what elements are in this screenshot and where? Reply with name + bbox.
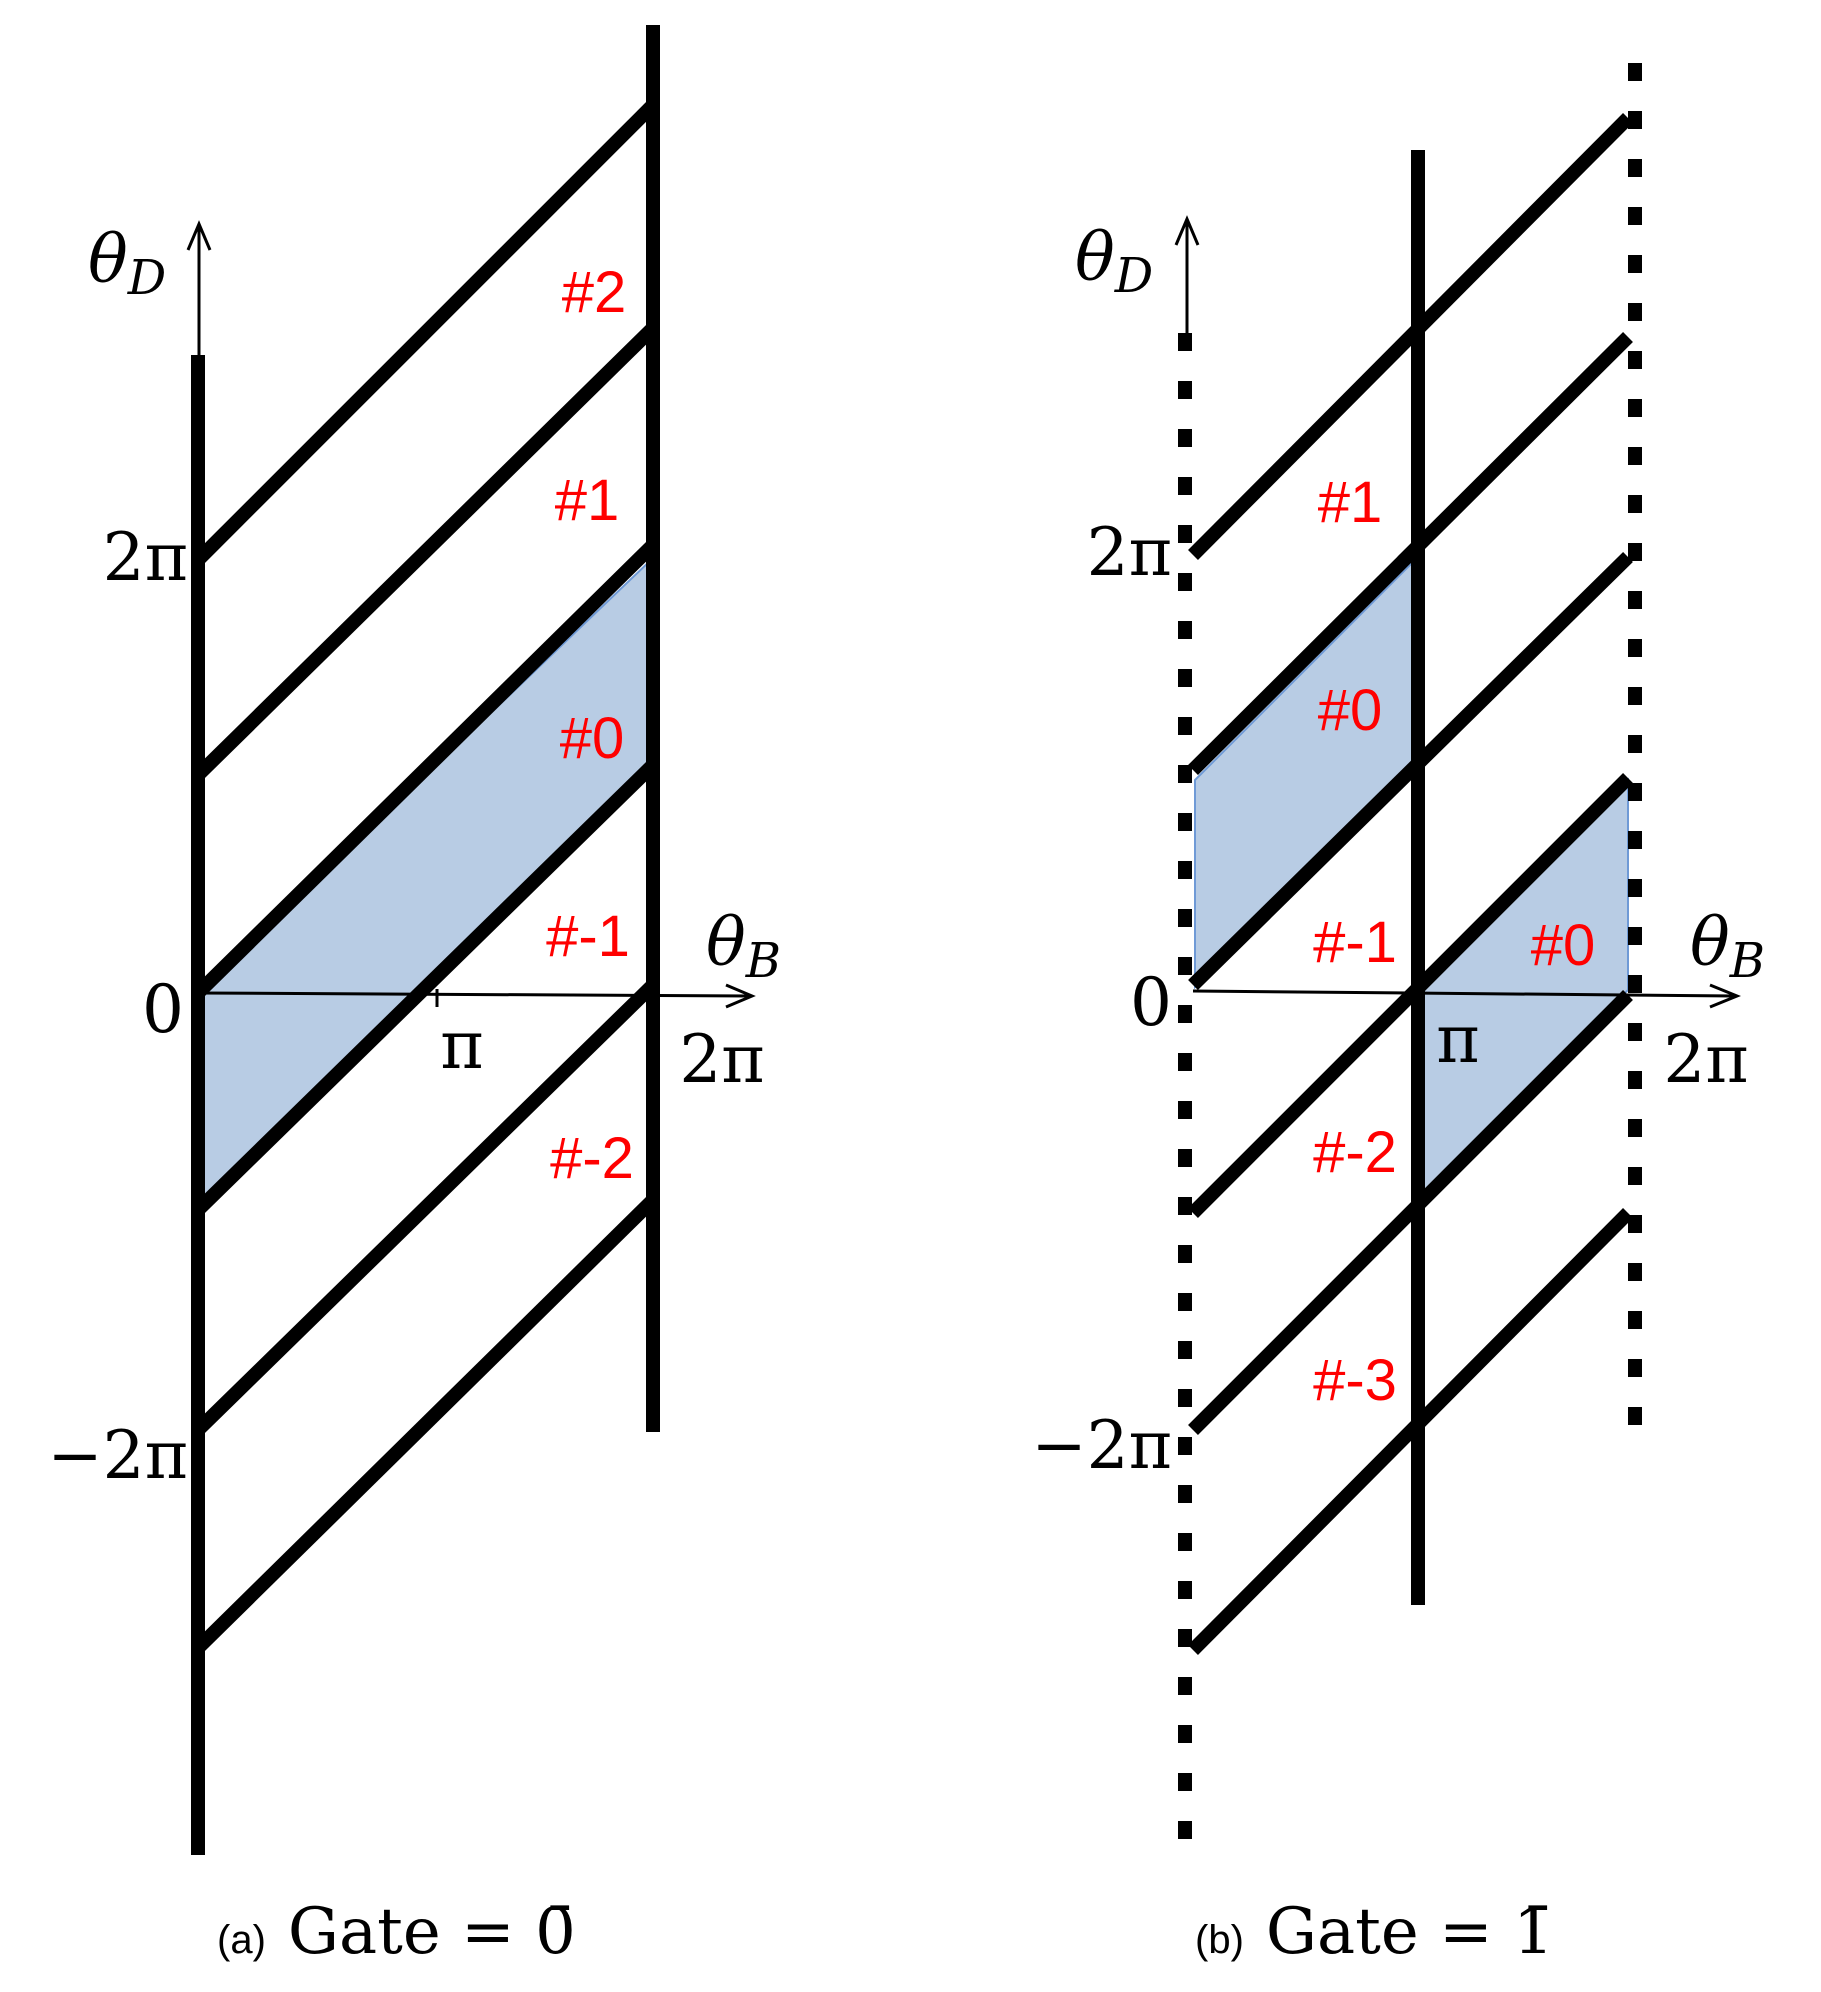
diagonal-line (1188, 990, 1633, 1435)
region-label-neg-1-b: #-1 (1313, 910, 1397, 975)
theta-d-arrowhead-b (1174, 215, 1200, 246)
theta-b-axis-label-b: θB (1690, 904, 1765, 989)
panel-b-caption-tag: (b) (1195, 1918, 1244, 1962)
region-label-1-b: #1 (1318, 470, 1383, 535)
shaded-region-0 (197, 555, 654, 1211)
theta-b-subscript-b: B (1729, 933, 1765, 989)
theta-d-subscript-b: D (1114, 248, 1153, 304)
shaded-region-0-right (1417, 777, 1629, 1203)
diagonal-line (193, 100, 658, 565)
theta-d-axis-label: θD (88, 221, 166, 306)
y-tick-2pi-b: 2π (1087, 514, 1172, 591)
theta-d-arrowhead (186, 220, 212, 251)
y-tick-neg-2pi: −2π (47, 1417, 188, 1494)
region-label-0-b-right: #0 (1531, 913, 1596, 978)
theta-d-axis-label-b: θD (1075, 219, 1153, 304)
region-label-1: #1 (555, 468, 620, 533)
panel-a: θD θB 2π 0 −2π π 2π #2 #1 #0 #-1 #-2 (a)… (47, 25, 781, 1969)
theta-b-axis-label: θB (706, 904, 781, 989)
diagonal-lines (193, 100, 658, 1653)
diagonal-line (1188, 113, 1633, 560)
x-tick-pi: π (440, 1007, 483, 1084)
panel-a-caption-tag: (a) (217, 1918, 266, 1962)
panel-a-caption: (a) Gate = 0̄ (217, 1895, 576, 1969)
panel-b-caption-math: Gate = 1̄ (1266, 1895, 1554, 1969)
diagonal-line (193, 979, 658, 1436)
region-label-neg-2-b: #-2 (1313, 1120, 1397, 1185)
y-tick-0: 0 (142, 971, 184, 1048)
diagonal-line (193, 759, 658, 1216)
panel-a-caption-math: Gate = 0̄ (288, 1895, 576, 1969)
theta-d-subscript: D (127, 250, 166, 306)
diagonal-line (1188, 1208, 1633, 1655)
x-tick-pi-b: π (1436, 1001, 1479, 1078)
panel-b: θD θB 2π 0 −2π π 2π #1 #0 #-1 #0 #-2 #-3… (1031, 63, 1765, 1969)
region-label-neg-3-b: #-3 (1313, 1348, 1397, 1413)
x-tick-2pi: 2π (679, 1021, 764, 1098)
theta-b-arrowhead-b (1709, 983, 1741, 1009)
theta-b-subscript: B (745, 933, 781, 989)
theta-b-arrowhead (725, 983, 756, 1009)
diagonal-line (1188, 552, 1633, 990)
diagonal-line (193, 323, 658, 780)
panel-b-caption: (b) Gate = 1̄ (1195, 1895, 1554, 1969)
region-label-0-b-left: #0 (1318, 678, 1383, 743)
diagonal-line (1188, 332, 1633, 775)
diagonal-lines-b (1188, 113, 1633, 1655)
region-label-neg-2: #-2 (550, 1126, 634, 1191)
region-label-2: #2 (562, 260, 627, 325)
y-tick-neg-2pi-b: −2π (1031, 1407, 1172, 1484)
y-tick-0-b: 0 (1130, 964, 1172, 1041)
x-tick-2pi-b: 2π (1663, 1021, 1748, 1098)
diagonal-line (193, 540, 658, 998)
region-label-0: #0 (560, 706, 625, 771)
diagonal-line (1188, 773, 1633, 1218)
theta-b-axis-b (1192, 989, 1736, 998)
region-label-neg-1: #-1 (546, 904, 630, 969)
diagonal-line (193, 1195, 658, 1653)
theta-b-axis (197, 991, 751, 998)
y-tick-2pi: 2π (103, 519, 188, 596)
